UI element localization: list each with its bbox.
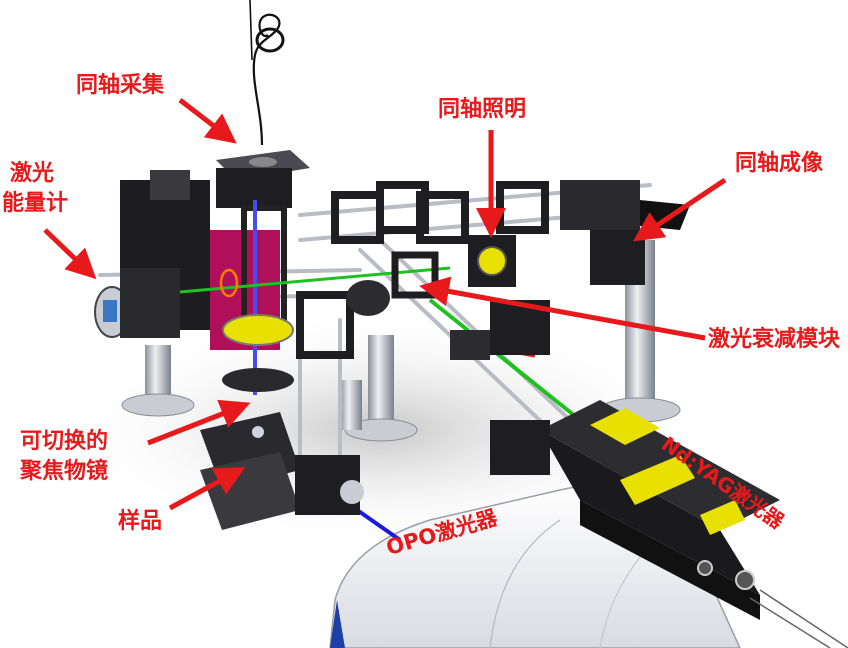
label-focusing-lens-line1: 可切换的 <box>20 429 109 454</box>
bottom-cube <box>295 455 364 515</box>
label-focusing-lens-line2: 聚焦物镜 <box>20 459 109 484</box>
imaging-camera <box>560 180 690 285</box>
label-sample: 样品 <box>118 509 163 534</box>
illumination-cube <box>468 235 516 287</box>
label-energy-meter-line1: 激光 <box>10 161 55 186</box>
red-arrows <box>43 98 727 511</box>
label-coaxial-imaging: 同轴成像 <box>735 151 824 176</box>
label-coaxial-collection: 同轴采集 <box>76 73 165 98</box>
arrow-coaxial-imaging <box>633 177 727 242</box>
arrow-sample <box>168 467 246 511</box>
arrow-attenuation <box>419 276 706 341</box>
label-energy-meter-line2: 能量计 <box>2 191 69 216</box>
ndyag-laser-head <box>490 400 848 648</box>
arrow-energy-meter <box>43 228 97 280</box>
objective-lens <box>219 268 294 392</box>
attenuation-module <box>346 280 550 360</box>
arrow-objective <box>147 399 251 446</box>
cage-cubes <box>296 181 549 359</box>
arrow-coaxial-collection <box>178 98 237 144</box>
label-coaxial-illumination: 同轴照明 <box>438 97 527 122</box>
label-attenuation-module: 激光衰减模块 <box>708 327 841 352</box>
fiber-cable <box>252 13 281 146</box>
energy-meter <box>94 268 180 338</box>
